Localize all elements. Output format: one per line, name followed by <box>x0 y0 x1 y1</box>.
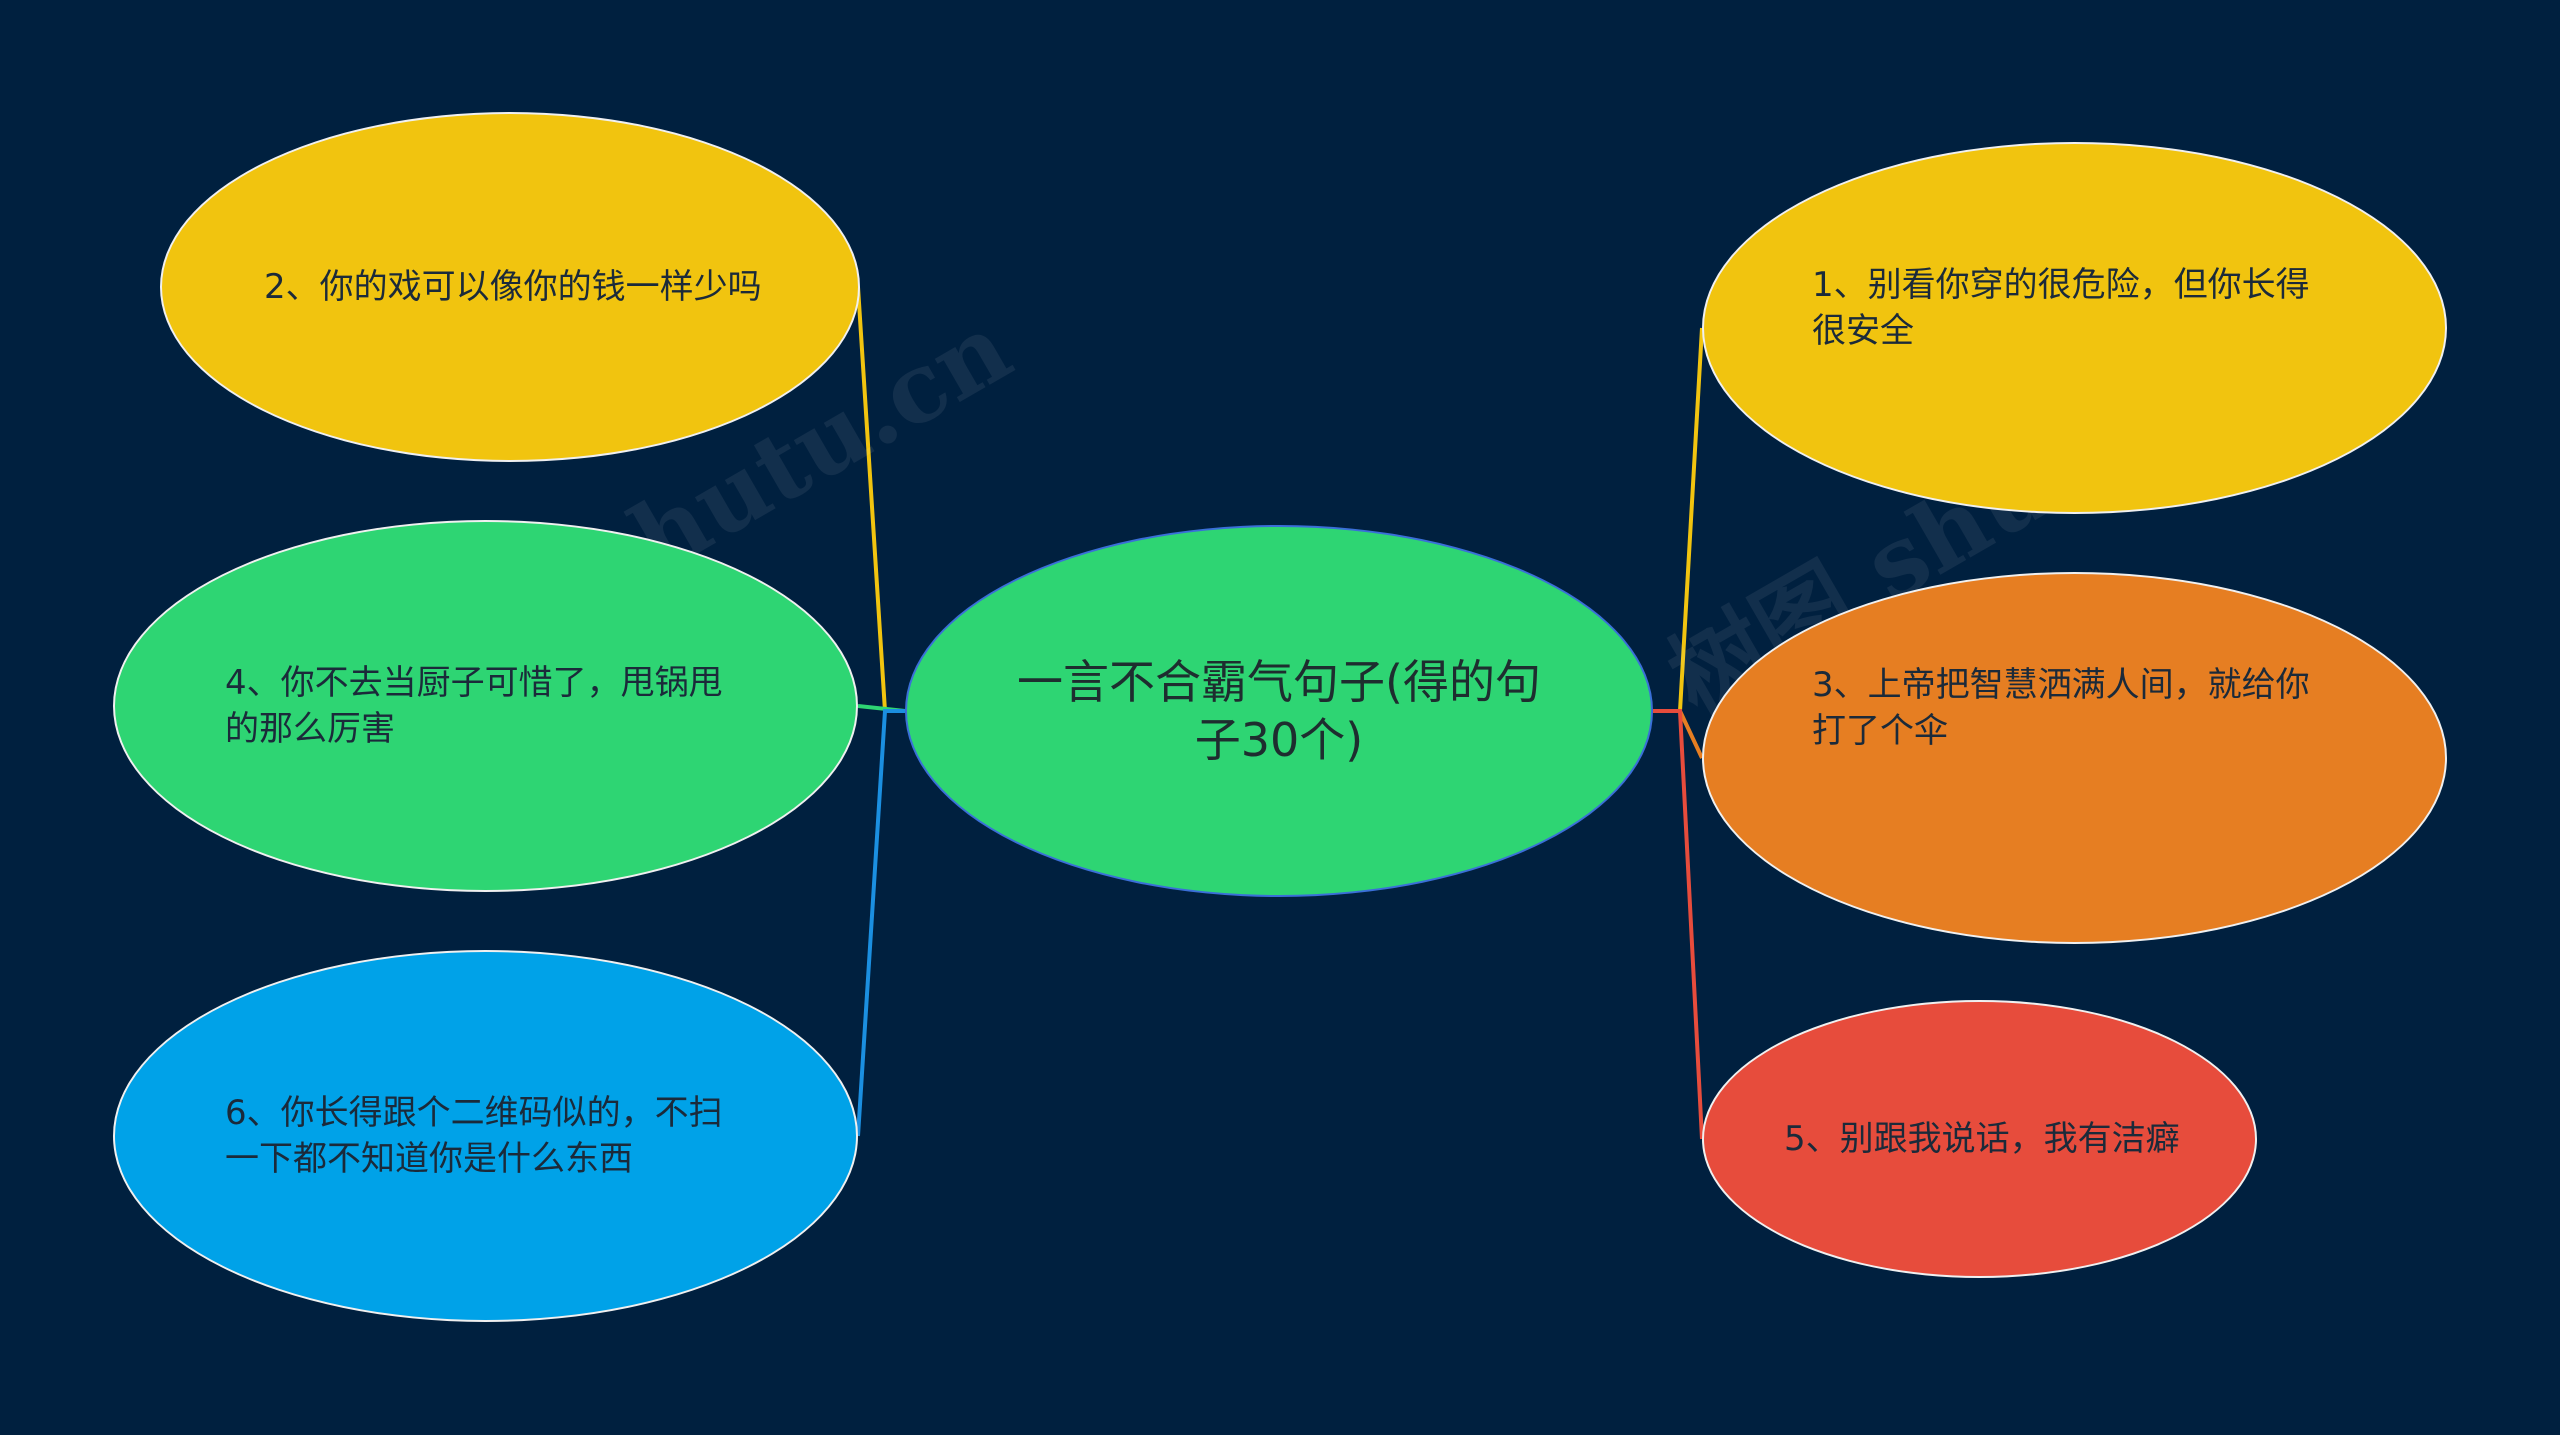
edge-center-to-node-5 <box>1653 709 1704 1140</box>
topic-node-4[interactable]: 4、你不去当厨子可惜了，甩锅甩 的那么厉害 <box>113 520 858 892</box>
topic-node-3[interactable]: 3、上帝把智慧洒满人间，就给你 打了个伞 <box>1702 572 2447 944</box>
edge-center-to-node-3 <box>1653 709 1704 759</box>
topic-node-5[interactable]: 5、别跟我说话，我有洁癖 <box>1702 1000 2257 1278</box>
topic-label: 5、别跟我说话，我有洁癖 <box>1784 1119 2180 1159</box>
central-topic-node[interactable]: 一言不合霸气句子(得的句 子30个) <box>905 525 1653 897</box>
topic-label: 1、别看你穿的很危险，但你长得 很安全 <box>1812 265 2310 351</box>
topic-label: 4、你不去当厨子可惜了，甩锅甩 的那么厉害 <box>225 663 723 749</box>
topic-node-6[interactable]: 6、你长得跟个二维码似的，不扫 一下都不知道你是什么东西 <box>113 950 858 1322</box>
topic-node-2[interactable]: 2、你的戏可以像你的钱一样少吗 <box>160 112 860 462</box>
topic-label: 3、上帝把智慧洒满人间，就给你 打了个伞 <box>1812 665 2310 751</box>
edge-center-to-node-6 <box>856 709 905 1137</box>
topic-node-1[interactable]: 1、别看你穿的很危险，但你长得 很安全 <box>1702 142 2447 514</box>
central-topic-label: 一言不合霸气句子(得的句 子30个) <box>1017 655 1541 767</box>
topic-label: 6、你长得跟个二维码似的，不扫 一下都不知道你是什么东西 <box>225 1093 723 1179</box>
topic-label: 2、你的戏可以像你的钱一样少吗 <box>264 267 762 307</box>
